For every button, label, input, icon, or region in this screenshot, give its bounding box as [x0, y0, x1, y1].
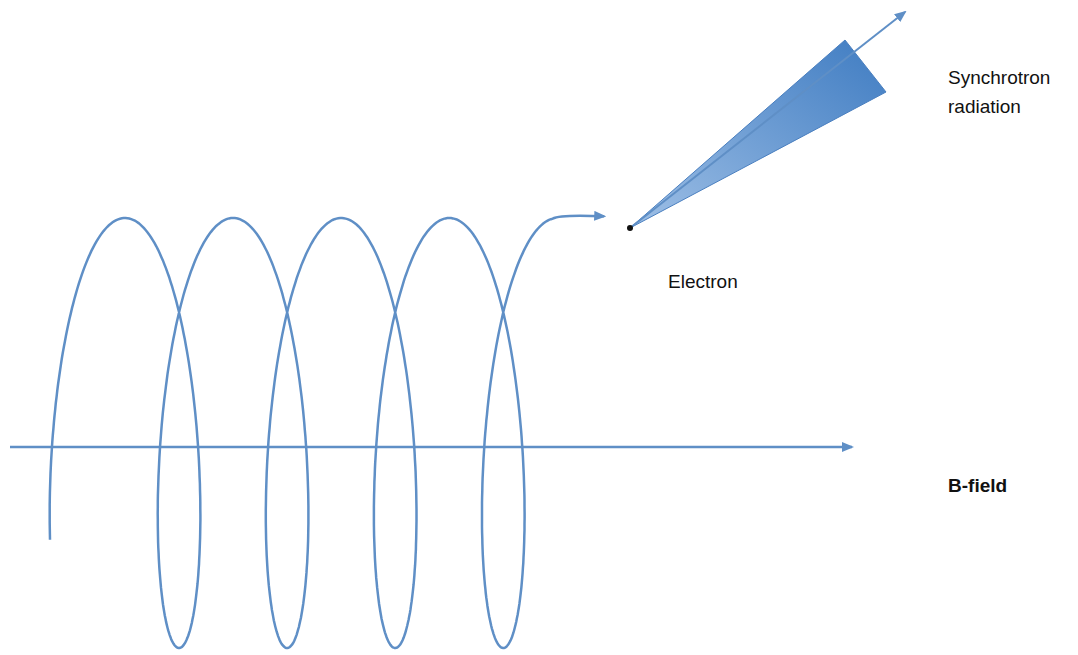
electron-helix [50, 216, 605, 648]
radiation-cone [630, 40, 886, 228]
radiation-arrow [630, 12, 905, 228]
b-field-axis [10, 446, 852, 449]
radiation-label: Synchrotron radiation [948, 64, 1073, 121]
electron-dot [627, 225, 633, 231]
field-label: B-field [948, 472, 1068, 501]
electron-label: Electron [668, 268, 788, 297]
